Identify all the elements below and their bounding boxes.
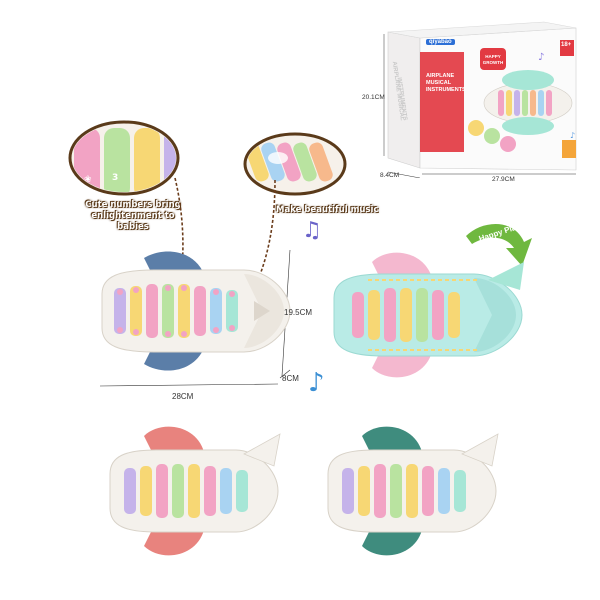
- svg-text:❀: ❀: [84, 175, 92, 185]
- svg-text:♪: ♪: [538, 52, 544, 63]
- curved-arrow-icon: [466, 223, 532, 266]
- music-note-icon: ♫: [302, 218, 322, 243]
- callout-left-graphic: ❀ 3 6: [68, 120, 180, 196]
- box-title-line1: AIRPLANE: [426, 73, 455, 79]
- toy-teal-wing: [322, 426, 502, 556]
- brand-logo: qiyabao: [426, 39, 455, 45]
- box-title-line3: INSTRUMENTS: [426, 87, 466, 93]
- box-height-label: 20.1CM: [362, 94, 385, 101]
- package-box-illustration: ♪ ♪: [383, 21, 577, 179]
- box-width-label: 27.9CM: [492, 176, 515, 183]
- callout-left-bubble: ❀ 3 6: [66, 118, 186, 210]
- xylophone-keys: [114, 284, 238, 338]
- callout-right-graphic: [243, 132, 347, 196]
- svg-text:3: 3: [112, 173, 118, 183]
- happy-play-banner: Happy Play: [462, 218, 542, 278]
- toy-width-label: 28CM: [172, 392, 194, 401]
- box-title-line2: MUSICAL: [426, 80, 452, 86]
- callout-right-bubble: [240, 128, 350, 204]
- age-badge: 18+: [561, 42, 572, 48]
- toy-depth-label: 8CM: [282, 374, 299, 383]
- callout-right-text: Make beautiful music: [276, 205, 379, 215]
- toy-blue-wing: [94, 246, 294, 376]
- callout-left-text: Cute numbers bring enlightenment to babi…: [85, 200, 181, 232]
- svg-text:♪: ♪: [570, 131, 575, 140]
- box-depth-label: 8.4CM: [380, 172, 400, 179]
- toy-aqua-pink: [328, 250, 528, 380]
- music-note-icon: ♪: [308, 368, 325, 398]
- toy-coral-wing: [104, 426, 284, 556]
- happy-growth-badge: HAPPY GROWTH: [482, 54, 504, 65]
- toy-height-label: 19.5CM: [284, 308, 313, 317]
- package-box: ♪ ♪ qiyabao AIRPLANE MUSICAL INSTRUMENTS…: [362, 18, 596, 183]
